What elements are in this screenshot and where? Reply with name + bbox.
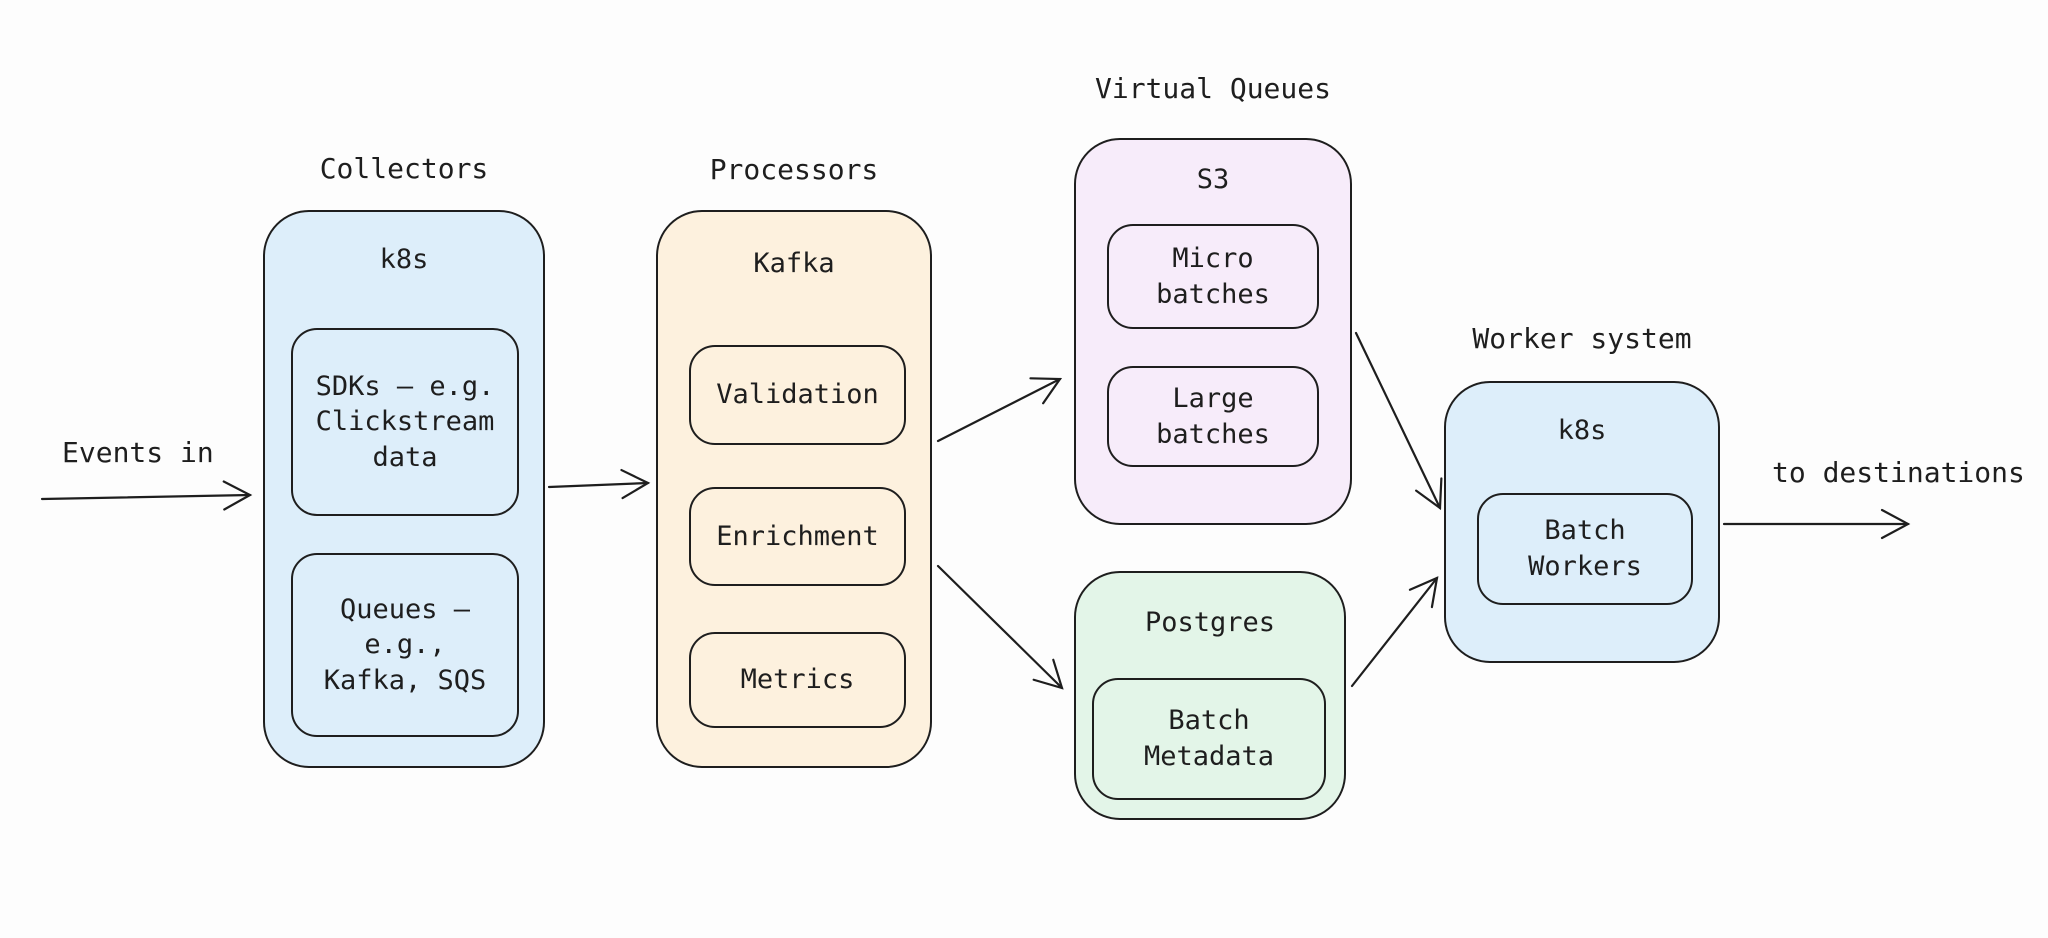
postgres-tech-label: Postgres: [1144, 607, 1276, 638]
to-destinations-label: to destinations: [1772, 456, 2025, 489]
collectors-tech-label: k8s: [379, 244, 429, 275]
arrow-events-to-collectors: [40, 480, 253, 511]
large-batches-node: Large batches: [1107, 366, 1319, 467]
events-in-label: Events in: [62, 436, 214, 469]
arrow-s3-to-worker: [1354, 331, 1443, 511]
enrichment-node: Enrichment: [689, 487, 906, 586]
worker-tech-label: k8s: [1557, 415, 1607, 446]
worker-group: k8s: [1444, 381, 1720, 663]
batch-workers-node: Batch Workers: [1477, 493, 1693, 605]
arrow-collectors-to-processors: [547, 468, 651, 500]
virtual-queues-label: Virtual Queues: [1094, 72, 1331, 105]
queues-node: Queues – e.g., Kafka, SQS: [291, 553, 519, 737]
collectors-title: Collectors: [319, 152, 489, 185]
arrow-processors-to-postgres: [936, 564, 1064, 690]
processors-tech-label: Kafka: [753, 248, 835, 279]
batch-metadata-node: Batch Metadata: [1092, 678, 1326, 800]
validation-node: Validation: [689, 345, 906, 445]
arrow-processors-to-s3: [936, 377, 1063, 443]
metrics-node: Metrics: [689, 632, 906, 728]
collectors-group: k8s: [263, 210, 545, 768]
worker-system-title: Worker system: [1472, 322, 1692, 355]
s3-tech-label: S3: [1196, 164, 1230, 195]
arrow-postgres-to-worker: [1350, 576, 1439, 688]
micro-batches-node: Micro batches: [1107, 224, 1319, 329]
processors-title: Processors: [709, 153, 879, 186]
sdks-node: SDKs – e.g. Clickstream data: [291, 328, 519, 516]
